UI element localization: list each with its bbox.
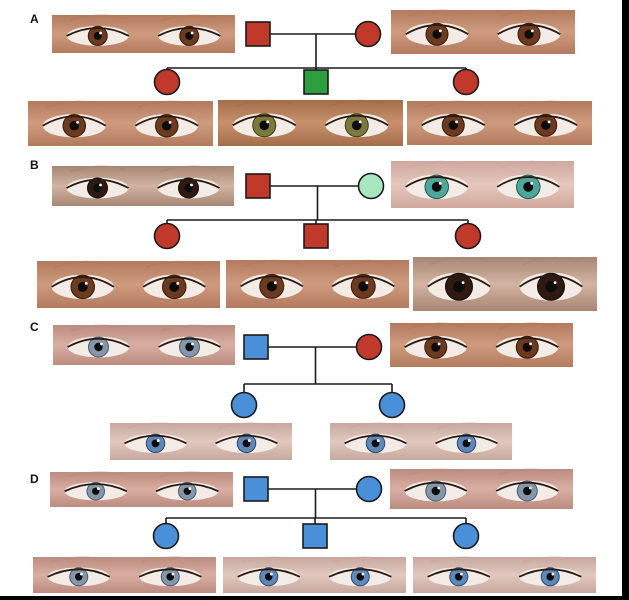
panel-c-mother-female-circle [355, 333, 383, 361]
brown-eye-photo [390, 322, 573, 367]
panel-b-father-male-square [245, 173, 271, 199]
blue-gray-eye-photo [50, 471, 233, 507]
blue-gray-eye-photo [33, 556, 216, 593]
brown-eye-photo [37, 260, 220, 308]
blue-eye-photo [110, 422, 292, 460]
blue-gray-eye-photo [53, 324, 235, 365]
panel-a-father-male-square [245, 21, 271, 47]
panel-a-child-1-female-circle [153, 68, 181, 96]
green-eye-photo [391, 160, 574, 208]
panel-a-child-3-female-circle [452, 68, 480, 96]
panel-label-d: D [30, 472, 39, 486]
panel-d-mother-female-circle [355, 475, 383, 503]
panel-b-mother-female-circle [357, 172, 385, 200]
panel-c-child-1-female-circle [230, 391, 258, 419]
panel-b-child-1-female-circle [153, 222, 181, 250]
panel-a-child-2-male-square [303, 69, 329, 95]
panel-d-child-3-female-circle [452, 522, 480, 550]
panel-label-b: B [30, 158, 39, 172]
panel-d-father-male-square [243, 476, 269, 502]
panel-d-child-1-female-circle [152, 522, 180, 550]
blue-eye-photo [413, 556, 596, 593]
brown-eye-photo [52, 14, 235, 53]
panel-b-child-2-male-square [303, 223, 329, 249]
blue-eye-photo [330, 422, 512, 460]
panel-b-child-3-female-circle [454, 222, 482, 250]
panel-label-a: A [30, 12, 39, 26]
panel-c-child-2-female-circle [378, 391, 406, 419]
brown-eye-photo [226, 259, 409, 308]
dark-brown-eye-photo [413, 256, 597, 311]
panel-d-child-2-male-square [302, 523, 328, 549]
panel-label-c: C [30, 320, 39, 334]
hazel-eye-photo [218, 99, 403, 146]
blue-gray-eye-photo [390, 468, 573, 509]
panel-c-father-male-square [243, 334, 269, 360]
dark-brown-eye-photo [52, 165, 234, 206]
brown-eye-photo [407, 100, 592, 145]
brown-eye-photo [391, 9, 575, 54]
panel-a-mother-female-circle [354, 20, 382, 48]
blue-eye-photo [223, 556, 406, 593]
brown-eye-photo [28, 100, 213, 146]
